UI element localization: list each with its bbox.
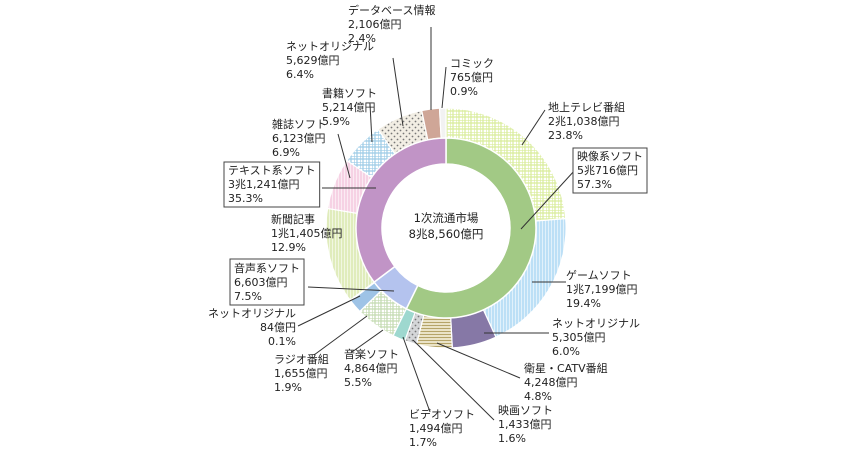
label-text-line-2: 35.3% xyxy=(228,192,263,205)
label-radio-line-0: ラジオ番組 xyxy=(274,353,329,366)
label-radio-line-2: 1.9% xyxy=(274,381,302,394)
label-netorig-video-line-2: 6.0% xyxy=(552,345,580,358)
outer-slice-15 xyxy=(438,107,447,139)
label-eiga-line-0: 映画ソフト xyxy=(498,404,553,417)
label-game-line-1: 1兆7,199億円 xyxy=(566,283,638,296)
center-total: 8兆8,560億円 xyxy=(409,227,484,241)
label-eizo-leader xyxy=(520,169,576,230)
label-eizo-line-0: 映像系ソフト xyxy=(577,150,643,163)
label-eisei-leader xyxy=(436,342,521,379)
label-eisei-line-1: 4,248億円 xyxy=(524,376,578,389)
label-shoseki-leader xyxy=(369,103,373,143)
label-netorig-text-line-2: 6.4% xyxy=(286,68,314,81)
label-radio-leader xyxy=(313,315,368,356)
label-chijo-leader xyxy=(521,109,546,146)
label-netorig-text-leader xyxy=(392,57,404,127)
label-ongaku-line-0: 音楽ソフト xyxy=(344,347,399,361)
label-game-line-2: 19.4% xyxy=(566,297,601,310)
label-ongaku-line-2: 5.5% xyxy=(344,376,372,389)
label-shoseki-line-0: 書籍ソフト xyxy=(322,86,377,100)
label-netorig-audio-line-2: 0.1% xyxy=(268,335,296,348)
label-netorig-audio-line-0: ネットオリジナル xyxy=(208,307,296,320)
label-shoseki-line-1: 5,214億円 xyxy=(322,101,376,114)
label-shinbun-line-2: 12.9% xyxy=(271,241,306,254)
label-netorig-video-line-0: ネットオリジナル xyxy=(552,317,640,330)
label-comic-line-2: 0.9% xyxy=(450,85,478,98)
label-eiga-leader xyxy=(412,339,495,421)
label-netorig-audio-line-1: 84億円 xyxy=(260,321,296,334)
label-video-leader xyxy=(402,336,431,413)
label-eisei-line-0: 衛星・CATV番組 xyxy=(524,362,608,375)
label-onsei-box xyxy=(229,258,305,306)
outer-ring xyxy=(325,107,567,349)
label-comic-leader xyxy=(441,66,447,109)
label-text-box xyxy=(223,161,321,208)
label-zasshi-line-0: 雑誌ソフト xyxy=(272,117,327,131)
label-comic-line-0: コミック xyxy=(450,57,494,70)
label-netorig-text-line-1: 5,629億円 xyxy=(286,54,340,67)
label-video-line-1: 1,494億円 xyxy=(409,422,463,435)
label-netorig-video-line-1: 5,305億円 xyxy=(552,331,606,344)
label-onsei-line-0: 音声系ソフト xyxy=(234,261,300,275)
label-onsei-line-1: 6,603億円 xyxy=(234,276,288,289)
label-shinbun-line-1: 1兆1,405億円 xyxy=(271,227,343,240)
label-database-line-0: データベース情報 xyxy=(348,3,435,17)
label-database-line-1: 2,106億円 xyxy=(348,18,402,31)
label-text-line-0: テキスト系ソフト xyxy=(228,164,316,177)
label-eizo-box xyxy=(572,147,648,194)
label-database-line-2: 2.4% xyxy=(348,32,376,45)
label-radio-line-1: 1,655億円 xyxy=(274,367,328,380)
label-chijo-line-2: 23.8% xyxy=(548,129,583,142)
label-zasshi-leader xyxy=(337,133,351,179)
label-game-line-0: ゲームソフト xyxy=(566,269,632,282)
label-comic-line-1: 765億円 xyxy=(450,71,493,84)
label-video-line-0: ビデオソフト xyxy=(409,407,475,421)
leader-lines xyxy=(297,27,576,421)
label-onsei-leader xyxy=(307,286,395,292)
label-eiga-line-1: 1,433億円 xyxy=(498,418,552,431)
label-ongaku-line-1: 4,864億円 xyxy=(344,362,398,375)
label-zasshi-line-2: 6.9% xyxy=(272,146,300,159)
center-hole xyxy=(381,163,511,293)
label-shinbun-line-0: 新聞記事 xyxy=(271,212,315,226)
label-eisei-line-2: 4.8% xyxy=(524,390,552,403)
label-eizo-line-2: 57.3% xyxy=(577,178,612,191)
label-netorig-text-line-0: ネットオリジナル xyxy=(286,40,374,53)
label-onsei-line-2: 7.5% xyxy=(234,290,262,303)
center-title: 1次流通市場 xyxy=(414,211,479,225)
label-netorig-audio-leader xyxy=(297,295,361,327)
label-eizo-line-1: 5兆716億円 xyxy=(577,164,638,177)
label-chijo-line-0: 地上テレビ番組 xyxy=(548,101,625,114)
label-text-line-1: 3兆1,241億円 xyxy=(228,178,300,191)
label-chijo-line-1: 2兆1,038億円 xyxy=(548,115,620,128)
label-shoseki-line-2: 5.9% xyxy=(322,115,350,128)
label-video-line-2: 1.7% xyxy=(409,436,437,449)
label-eiga-line-2: 1.6% xyxy=(498,432,526,445)
label-zasshi-line-1: 6,123億円 xyxy=(272,132,326,145)
label-ongaku-leader xyxy=(351,329,384,353)
